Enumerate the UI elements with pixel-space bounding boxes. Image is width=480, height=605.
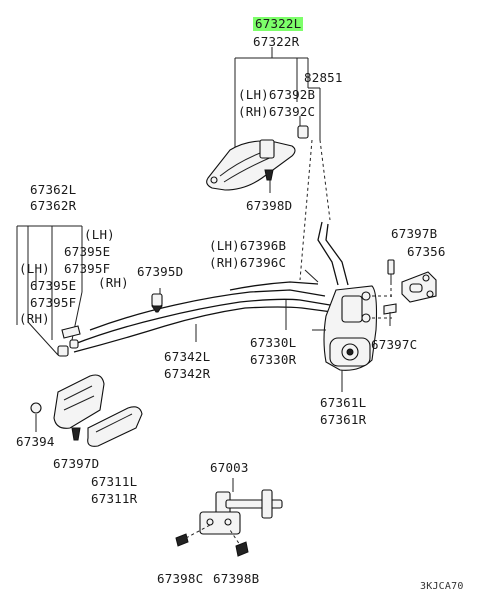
label-82851: 82851 xyxy=(304,70,343,85)
label-67003: 67003 xyxy=(210,460,249,475)
door-check-part xyxy=(175,478,283,557)
label-67398c: 67398C xyxy=(157,571,204,586)
label-lh-1: (LH) xyxy=(84,227,115,242)
label-67397c: 67397C xyxy=(371,337,418,352)
label-67330l: 67330L xyxy=(250,335,297,350)
label-67395f-b: 67395F xyxy=(30,295,77,310)
label-67396c: (RH)67396C xyxy=(209,255,287,270)
label-67392c: (RH)67392C xyxy=(238,104,316,119)
label-67395e-a: 67395E xyxy=(64,244,111,259)
label-67397b: 67397B xyxy=(391,226,438,241)
bolt-67397c xyxy=(383,303,397,326)
outside-handle-part xyxy=(206,125,309,191)
label-67397d: 67397D xyxy=(53,456,100,471)
door-latch-part xyxy=(312,285,392,392)
clip-67395d xyxy=(151,293,163,313)
label-67395f-a: 67395F xyxy=(64,261,111,276)
label-67342r: 67342R xyxy=(164,366,211,381)
outside-handle-rods xyxy=(299,139,349,286)
label-67356: 67356 xyxy=(407,244,446,259)
label-67361r: 67361R xyxy=(320,412,367,427)
label-67396b: (LH)67396B xyxy=(209,238,287,253)
inside-handle-part xyxy=(30,374,143,447)
leader-outside-handle xyxy=(234,47,321,193)
label-67395e-b: 67395E xyxy=(30,278,77,293)
label-67362l: 67362L xyxy=(30,182,77,197)
label-67342l: 67342L xyxy=(164,349,211,364)
label-67330r: 67330R xyxy=(250,352,297,367)
label-rh-1: (RH) xyxy=(98,275,129,290)
diagram-code: 3KJCA70 xyxy=(420,581,464,592)
label-67392b: (LH)67392B xyxy=(238,87,316,102)
label-rh-2: (RH) xyxy=(19,311,50,326)
label-67322l: 67322L xyxy=(253,16,304,31)
label-67398d: 67398D xyxy=(246,198,293,213)
label-67311l: 67311L xyxy=(91,474,138,489)
clips-67395ef xyxy=(57,325,81,357)
bolt-67397b xyxy=(387,259,395,300)
label-67361l: 67361L xyxy=(320,395,367,410)
label-lh-2: (LH) xyxy=(19,261,50,276)
remote-cables xyxy=(71,269,333,353)
label-67398b: 67398B xyxy=(213,571,260,586)
label-67311r: 67311R xyxy=(91,491,138,506)
label-67395d: 67395D xyxy=(137,264,184,279)
label-67362r: 67362R xyxy=(30,198,77,213)
label-67394: 67394 xyxy=(16,434,55,449)
striker-part xyxy=(401,271,437,303)
label-67322r: 67322R xyxy=(253,34,300,49)
